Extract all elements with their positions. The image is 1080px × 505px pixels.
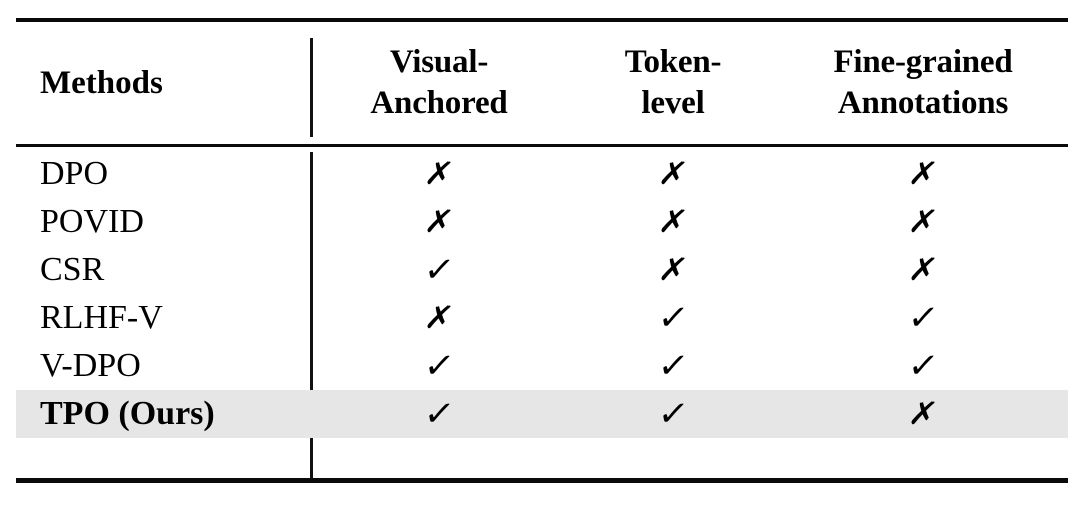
check-icon: ✓	[655, 298, 691, 338]
cell-method-name: RLHF-V	[40, 299, 163, 336]
cell-fine-grained: ✗	[778, 395, 1068, 432]
column-header-fine-grained-line1: Fine-grained	[833, 44, 1013, 81]
cross-icon: ✗	[905, 203, 941, 240]
cell-method-name: POVID	[40, 203, 144, 240]
column-header-visual-anchored-line2: Anchored	[370, 85, 508, 121]
column-header-visual-anchored: Visual- Anchored	[310, 42, 568, 124]
cell-token-level: ✗	[568, 203, 778, 240]
table-row: POVID ✗ ✗ ✗	[16, 198, 1068, 246]
table-row: V-DPO ✓ ✓ ✓	[16, 342, 1068, 390]
cross-icon: ✗	[905, 251, 941, 288]
cell-token-level: ✓	[568, 346, 778, 386]
cell-fine-grained: ✗	[778, 203, 1068, 240]
column-header-token-level-line2: level	[641, 85, 705, 121]
cell-token-level: ✓	[568, 298, 778, 338]
table-row: RLHF-V ✗ ✓ ✓	[16, 294, 1068, 342]
check-icon: ✓	[421, 346, 457, 386]
cross-icon: ✗	[655, 251, 691, 288]
cell-method-name: V-DPO	[40, 347, 141, 384]
cell-fine-grained: ✓	[778, 346, 1068, 386]
cell-fine-grained: ✗	[778, 155, 1068, 192]
check-icon: ✓	[655, 394, 691, 434]
cell-fine-grained: ✗	[778, 251, 1068, 288]
column-divider-header	[310, 38, 313, 137]
cell-visual-anchored: ✗	[310, 155, 568, 192]
column-header-token-level: Token- level	[568, 42, 778, 124]
table-header-row: Methods Visual- Anchored Token- level Fi…	[16, 22, 1068, 144]
table-bottom-rule	[16, 478, 1068, 483]
cell-token-level: ✗	[568, 155, 778, 192]
check-icon: ✓	[905, 346, 941, 386]
cell-visual-anchored: ✓	[310, 394, 568, 434]
table-header-rule	[16, 144, 1068, 147]
cell-method-name: CSR	[40, 251, 105, 288]
table-top-rule	[16, 18, 1068, 22]
cell-visual-anchored: ✗	[310, 203, 568, 240]
cell-token-level: ✗	[568, 251, 778, 288]
cross-icon: ✗	[421, 155, 457, 192]
column-header-methods: Methods	[40, 64, 163, 101]
table-row: CSR ✓ ✗ ✗	[16, 246, 1068, 294]
table-row: DPO ✗ ✗ ✗	[16, 150, 1068, 198]
check-icon: ✓	[421, 250, 457, 290]
cell-visual-anchored: ✓	[310, 250, 568, 290]
column-header-token-level-line1: Token-	[624, 44, 722, 81]
cross-icon: ✗	[905, 395, 941, 432]
cross-icon: ✗	[655, 203, 691, 240]
cross-icon: ✗	[421, 203, 457, 240]
cell-fine-grained: ✓	[778, 298, 1068, 338]
table-row: TPO (Ours) ✓ ✓ ✗	[16, 390, 1068, 438]
cell-visual-anchored: ✓	[310, 346, 568, 386]
cell-visual-anchored: ✗	[310, 299, 568, 336]
column-divider-body	[310, 152, 313, 478]
check-icon: ✓	[905, 298, 941, 338]
cross-icon: ✗	[421, 299, 457, 336]
check-icon: ✓	[655, 346, 691, 386]
check-icon: ✓	[421, 394, 457, 434]
table-body: DPO✗✗✗POVID✗✗✗CSR✓✗✗RLHF-V✗✓✓V-DPO✓✓✓TPO…	[16, 150, 1068, 438]
cell-method-name: DPO	[40, 155, 109, 192]
column-header-visual-anchored-line1: Visual-	[389, 44, 489, 81]
cell-token-level: ✓	[568, 394, 778, 434]
cross-icon: ✗	[655, 155, 691, 192]
column-header-fine-grained-line2: Annotations	[837, 85, 1009, 121]
column-header-fine-grained: Fine-grained Annotations	[778, 42, 1068, 124]
cross-icon: ✗	[905, 155, 941, 192]
cell-method-name: TPO (Ours)	[40, 395, 215, 432]
comparison-table: Methods Visual- Anchored Token- level Fi…	[16, 0, 1068, 505]
